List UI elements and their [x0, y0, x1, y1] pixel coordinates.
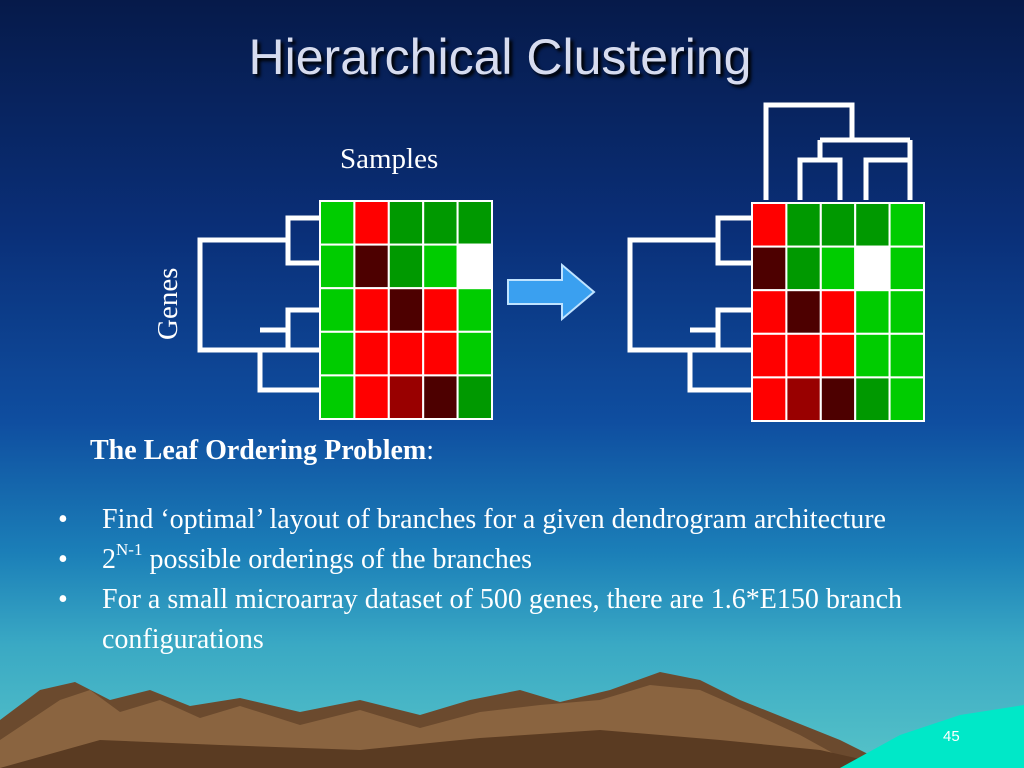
dendrogram-left-genes [197, 215, 320, 393]
heatmap-cell [888, 289, 925, 335]
heatmap-left [319, 200, 494, 420]
heatmap-cell [854, 332, 891, 379]
heatmap-cell [888, 245, 925, 292]
heatmap-cell [456, 243, 494, 290]
heatmap-cell [819, 202, 857, 248]
heatmap-cell [422, 243, 459, 290]
heatmap-cell [319, 287, 356, 333]
heatmap-cell [387, 374, 425, 420]
heatmap-cell [353, 243, 390, 290]
dendrogram-right-genes [627, 215, 752, 393]
heatmap-cell [819, 376, 857, 422]
bullet-text: Find ‘optimal’ layout of branches for a … [102, 504, 886, 535]
heatmap-cell [387, 243, 425, 290]
bullet-text: For a small microarray dataset of 500 ge… [102, 584, 903, 655]
heatmap-cell [387, 200, 425, 246]
genes-label: Genes [152, 267, 184, 340]
heatmap-cell [785, 202, 822, 248]
bullet-rest: possible orderings of the branches [142, 544, 533, 575]
heatmap-cell [785, 376, 822, 422]
heatmap-cell [422, 287, 459, 333]
heatmap-cell [888, 332, 925, 379]
samples-label: Samples [340, 143, 439, 175]
heatmap-cell [456, 330, 494, 377]
heatmap-cell [854, 376, 891, 422]
bullet-superscript: N-1 [116, 540, 143, 559]
heatmap-cell [819, 245, 857, 292]
heatmap-cell [819, 289, 857, 335]
heatmap-cell [751, 245, 788, 292]
heatmap-cell [422, 330, 459, 377]
heatmap-right [751, 202, 925, 422]
slide-title: Hierarchical Clustering [248, 29, 752, 85]
heatmap-cell [819, 332, 857, 379]
heatmap-cell [319, 374, 356, 420]
problem-colon: : [426, 435, 434, 466]
bullet-item: 2N-1 possible orderings of the branches [58, 540, 938, 580]
heatmap-cell [319, 243, 356, 290]
bullet-base: 2 [102, 544, 116, 575]
heatmap-cell [751, 376, 788, 422]
heatmap-cell [319, 200, 356, 246]
heatmap-cell [387, 330, 425, 377]
right-arrow-icon [507, 262, 596, 322]
heatmap-cell [854, 202, 891, 248]
heatmap-cell [387, 287, 425, 333]
heatmap-cell [422, 200, 459, 246]
heatmap-cell [353, 374, 390, 420]
heatmap-cell [785, 332, 822, 379]
heatmap-cell [854, 245, 891, 292]
problem-title: The Leaf Ordering Problem [90, 435, 427, 466]
heatmap-cell [785, 289, 822, 335]
heatmap-cell [785, 245, 822, 292]
heatmap-cell [456, 200, 494, 246]
heatmap-cell [751, 332, 788, 379]
bullet-item: For a small microarray dataset of 500 ge… [58, 580, 938, 660]
bullet-list: Find ‘optimal’ layout of branches for a … [58, 500, 938, 660]
heatmap-cell [751, 289, 788, 335]
heatmap-cell [422, 374, 459, 420]
heatmap-cell [854, 289, 891, 335]
heatmap-cell [888, 202, 925, 248]
heatmap-cell [456, 287, 494, 333]
bullet-item: Find ‘optimal’ layout of branches for a … [58, 500, 938, 540]
heatmap-cell [456, 374, 494, 420]
heatmap-cell [888, 376, 925, 422]
heatmap-cell [319, 330, 356, 377]
dendrogram-right-samples [763, 102, 913, 200]
heatmap-cell [353, 330, 390, 377]
heatmap-cell [353, 200, 390, 246]
page-number: 45 [943, 728, 960, 745]
heatmap-cell [751, 202, 788, 248]
leaf-ordering-heading: The Leaf Ordering Problem: [90, 435, 434, 467]
heatmap-cell [353, 287, 390, 333]
